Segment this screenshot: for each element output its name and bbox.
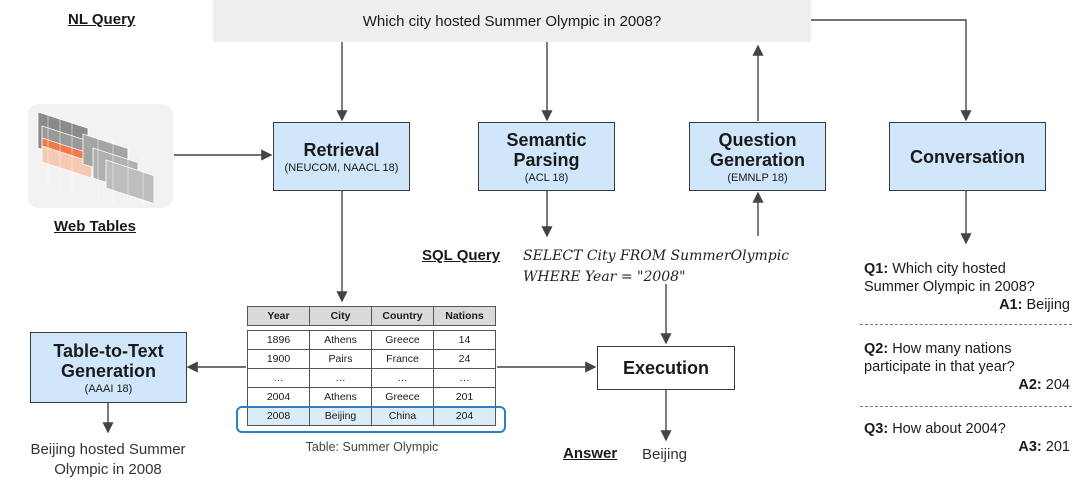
cell: Pairs: [309, 349, 372, 369]
a1-value: Beijing: [1026, 297, 1070, 313]
cell: 204: [433, 406, 496, 426]
arrow-query-to-conversation: [811, 19, 972, 122]
semantic-parsing-box: Semantic Parsing (ACL 18): [478, 122, 615, 191]
a2-label: A2:: [1018, 377, 1042, 393]
header-nations: Nations: [433, 306, 496, 326]
q3-text-1: How about 2004?: [892, 421, 1006, 437]
q1-text-2: Summer Olympic in 2008?: [864, 279, 1035, 295]
sql-query-text: SELECT City FROM SummerOlympic WHERE Yea…: [523, 246, 789, 288]
conversation-turn-1: Q1: Which city hosted Summer Olympic in …: [864, 260, 1070, 314]
web-tables-icon: [28, 104, 173, 208]
table-row: … … … …: [247, 368, 496, 388]
semantic-parsing-citation: (ACL 18): [524, 171, 569, 184]
cell: Greece: [371, 387, 434, 407]
cell: Athens: [309, 387, 372, 407]
table-header-row: Year City Country Nations: [247, 306, 496, 326]
a1-label: A1:: [999, 297, 1023, 313]
header-year: Year: [247, 306, 310, 326]
q1-text-1: Which city hosted: [892, 261, 1006, 277]
a3-label: A3:: [1018, 439, 1042, 455]
cell: Greece: [371, 330, 434, 350]
cell: …: [247, 368, 310, 388]
sql-line-2: WHERE Year = "2008": [523, 269, 686, 285]
retrieval-box: Retrieval (NEUCOM, NAACL 18): [273, 122, 410, 191]
question-generation-citation: (EMNLP 18): [727, 171, 788, 184]
nl-query-label: NL Query: [68, 11, 136, 28]
table-row: 2004 Athens Greece 201: [247, 387, 496, 407]
table-to-text-box: Table-to-Text Generation (AAAI 18): [30, 332, 187, 403]
nl-query-text: Which city hosted Summer Olympic in 2008…: [362, 12, 662, 30]
a2-value: 204: [1045, 377, 1070, 393]
semantic-parsing-title-1: Semantic: [506, 129, 587, 150]
summer-olympic-table: Year City Country Nations 1896 Athens Gr…: [247, 306, 496, 426]
conversation-turn-3: Q3: How about 2004? A3: 201: [864, 420, 1070, 456]
question-generation-title-1: Question: [718, 129, 797, 150]
table-row: 1900 Pairs France 24: [247, 349, 496, 369]
a3-value: 201: [1045, 439, 1070, 455]
table-to-text-output: Beijing hosted Summer Olympic in 2008: [18, 440, 198, 480]
cell: 1896: [247, 330, 310, 350]
web-tables-label: Web Tables: [54, 218, 136, 235]
cell: 24: [433, 349, 496, 369]
cell: 1900: [247, 349, 310, 369]
answer-value: Beijing: [642, 446, 688, 463]
table-caption: Table: Summer Olympic: [305, 440, 439, 454]
cell: …: [371, 368, 434, 388]
retrieval-citation: (NEUCOM, NAACL 18): [284, 161, 399, 174]
nl-query-bar: Which city hosted Summer Olympic in 2008…: [213, 0, 811, 42]
cell: 14: [433, 330, 496, 350]
q1-label: Q1:: [864, 261, 889, 277]
sql-query-label: SQL Query: [422, 247, 501, 264]
output-line-2: Olympic in 2008: [54, 461, 162, 478]
answer-label: Answer: [563, 445, 618, 462]
output-line-1: Beijing hosted Summer: [30, 441, 186, 458]
stacked-grid-icon: [37, 111, 155, 205]
cell: …: [433, 368, 496, 388]
header-country: Country: [371, 306, 434, 326]
cell: France: [371, 349, 434, 369]
table-row: 1896 Athens Greece 14: [247, 330, 496, 350]
execution-box: Execution: [597, 346, 735, 390]
retrieval-title: Retrieval: [303, 139, 380, 160]
question-generation-box: Question Generation (EMNLP 18): [689, 122, 826, 191]
semantic-parsing-title-2: Parsing: [513, 149, 580, 170]
conversation-turn-2: Q2: How many nations participate in that…: [864, 340, 1070, 394]
table-to-text-citation: (AAAI 18): [84, 382, 133, 395]
conversation-box: Conversation: [889, 122, 1046, 191]
sql-line-1: SELECT City FROM SummerOlympic: [523, 248, 790, 264]
q2-label: Q2:: [864, 341, 889, 357]
execution-title: Execution: [622, 358, 710, 378]
header-city: City: [309, 306, 372, 326]
answer-row-highlight: [236, 406, 506, 433]
cell: …: [309, 368, 372, 388]
cell: 2004: [247, 387, 310, 407]
conversation-title: Conversation: [909, 146, 1026, 167]
divider: [860, 406, 1072, 407]
table-to-text-title-2: Generation: [60, 360, 157, 381]
divider: [860, 324, 1072, 325]
cell: 201: [433, 387, 496, 407]
q3-label: Q3:: [864, 421, 889, 437]
cell: Athens: [309, 330, 372, 350]
q2-text-1: How many nations: [892, 341, 1012, 357]
question-generation-title-2: Generation: [709, 149, 806, 170]
q2-text-2: participate in that year?: [864, 359, 1015, 375]
table-to-text-title-1: Table-to-Text: [53, 340, 164, 361]
